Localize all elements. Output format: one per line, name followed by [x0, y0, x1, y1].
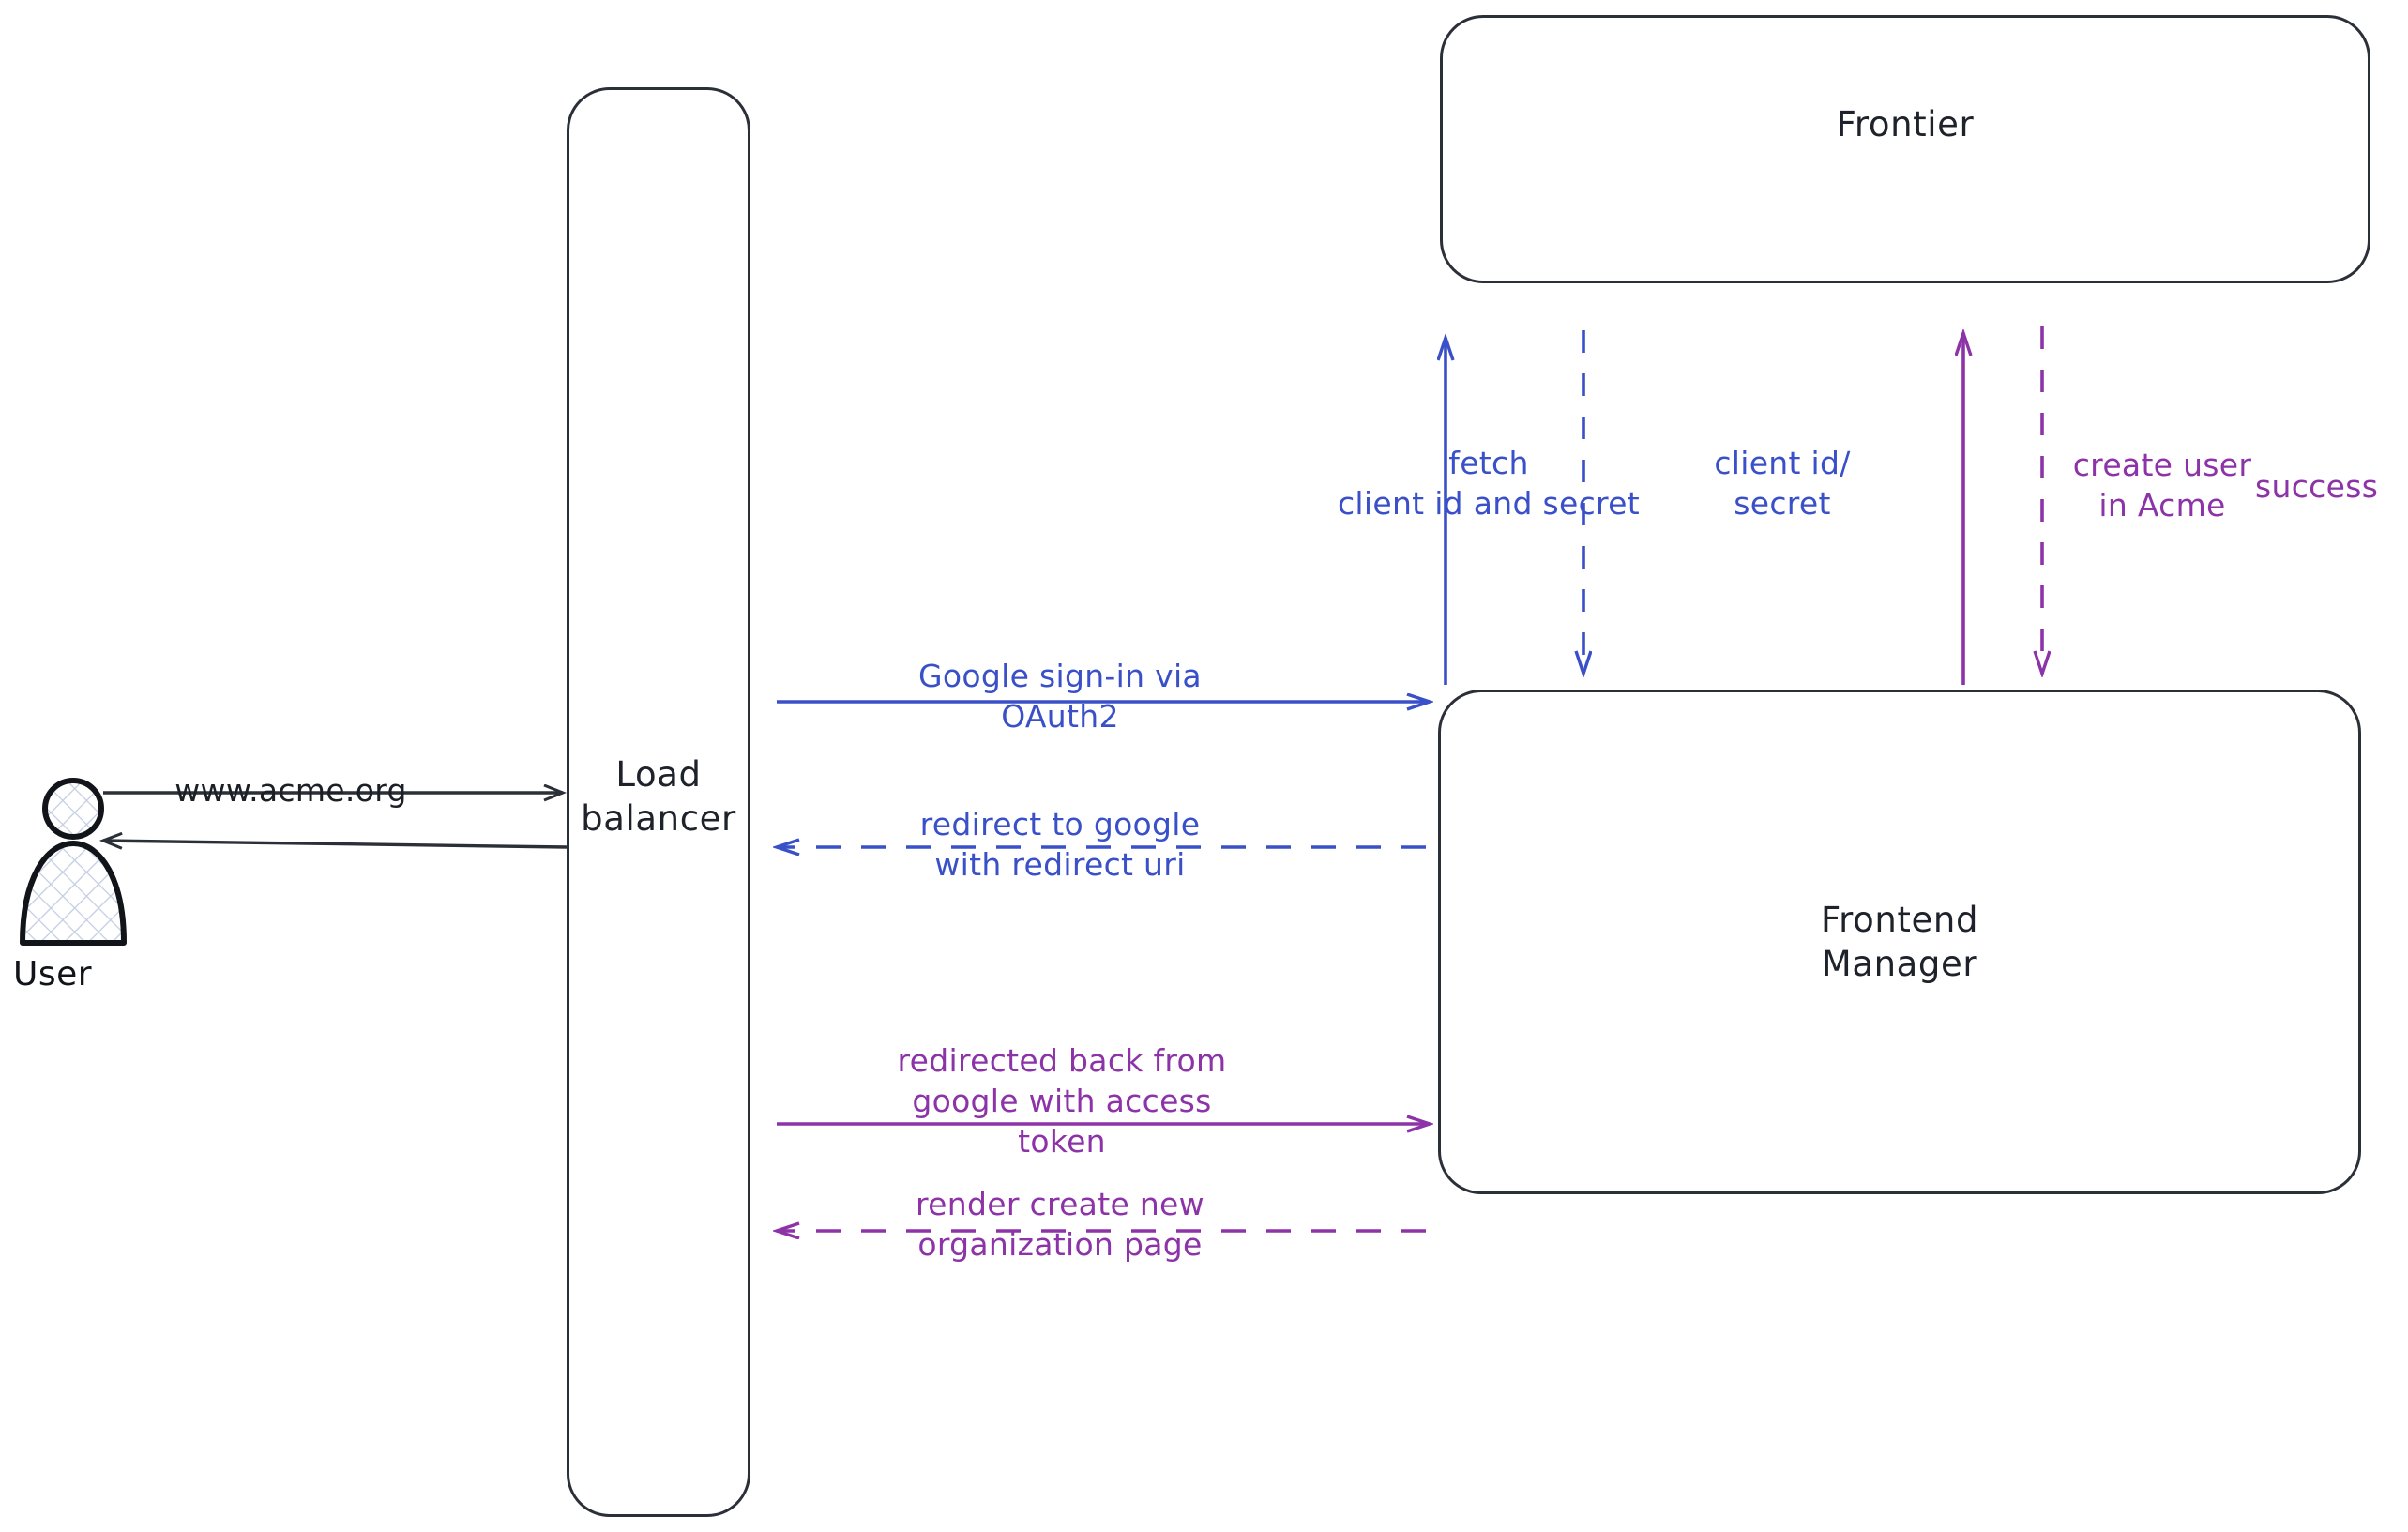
- node-frontier[interactable]: Frontier: [1440, 15, 2370, 283]
- user-actor-label: User: [13, 955, 93, 994]
- node-frontier-label: Frontier: [1836, 104, 1975, 145]
- node-frontend-manager[interactable]: Frontend Manager: [1438, 690, 2361, 1194]
- node-load-balancer-label: Load balancer: [581, 753, 736, 839]
- node-load-balancer[interactable]: Load balancer: [567, 87, 750, 1517]
- node-frontend-manager-label: Frontend Manager: [1820, 899, 1979, 984]
- edge-user-response: [103, 841, 568, 847]
- user-actor-icon[interactable]: [15, 776, 131, 947]
